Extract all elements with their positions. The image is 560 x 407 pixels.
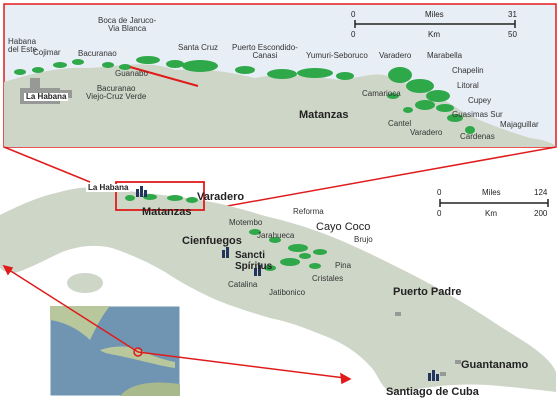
connector-left [3, 146, 91, 183]
inset-scale-miles: Miles [425, 10, 444, 19]
label-cristales: Cristales [312, 274, 344, 283]
inset-highlight-line [129, 66, 199, 87]
connector-right [204, 146, 557, 211]
label-la-habana-inset: La Habana [24, 92, 69, 102]
label-sancti-spiritus: Sancti Spíritus [235, 250, 273, 272]
main-scale-0-bottom: 0 [437, 209, 442, 218]
label-bacuranao: Bacuranao [78, 49, 117, 58]
label-varadero-main: Varadero [197, 191, 245, 203]
label-santiago-de-cuba: Santiago de Cuba [386, 386, 479, 398]
label-motembo: Motembo [229, 218, 263, 227]
main-scale-0-top: 0 [437, 188, 442, 197]
label-varadero-inset-2: Varadero [410, 128, 443, 137]
label-puerto-padre: Puerto Padre [393, 286, 462, 298]
main-highlight-rect [115, 181, 205, 211]
label-jarahueca: Jarahueca [257, 231, 295, 240]
label-chapelin: Chapelin [452, 66, 484, 75]
label-litoral: Litoral [457, 81, 479, 90]
label-yumuri: Yumuri-Seboruco [306, 51, 368, 60]
label-cardenas: Cardenas [460, 132, 495, 141]
label-bacuranao-vcv: Bacuranao Viejo-Cruz Verde [86, 84, 147, 102]
label-pina: Pina [335, 261, 352, 270]
label-guantanamo: Guantanamo [461, 359, 529, 371]
label-la-habana-main: La Habana [86, 183, 131, 193]
label-habana-del-este: Habana del Este [8, 37, 37, 55]
label-cienfuegos: Cienfuegos [182, 235, 242, 247]
refinery-icons [136, 186, 439, 381]
inset-land [4, 64, 556, 147]
inset-scale-31: 31 [508, 10, 517, 19]
isla-juventud [67, 273, 103, 293]
label-camarioca: Camarioca [362, 89, 401, 98]
label-guanabo: Guanabo [115, 69, 148, 78]
label-guasimas-sur: Guasimas Sur [452, 110, 503, 119]
inset-scale-0-top: 0 [351, 10, 356, 19]
label-puerto-escondido: Puerto Escondido- Canasi [232, 43, 298, 61]
label-reforma: Reforma [293, 207, 324, 216]
main-scale-200: 200 [534, 209, 548, 218]
locator-arrows [2, 264, 352, 385]
label-majaguillar: Majaguillar [500, 120, 539, 129]
label-varadero-inset: Varadero [379, 51, 412, 60]
label-jatibonico: Jatibonico [269, 288, 306, 297]
label-catalina: Catalina [228, 280, 258, 289]
label-cayo-coco: Cayo Coco [316, 221, 371, 233]
globe-inset [49, 305, 181, 397]
cuba-island [0, 187, 556, 392]
label-cantel: Cantel [388, 119, 412, 128]
main-scale-miles: Miles [482, 188, 501, 197]
label-marabella: Marabella [427, 51, 463, 60]
label-cojimar: Cojimar [33, 48, 61, 57]
label-santa-cruz: Santa Cruz [178, 43, 219, 52]
inset-oil-fields [14, 56, 475, 134]
inset-scale-km: Km [428, 30, 440, 39]
label-cupey: Cupey [468, 96, 492, 105]
inset-scale-0-bottom: 0 [351, 30, 356, 39]
label-brujo: Brujo [354, 235, 373, 244]
main-scale-bar [439, 199, 549, 207]
inset-scale-bar [354, 20, 516, 28]
label-matanzas-main: Matanzas [142, 206, 192, 218]
label-matanzas-inset: Matanzas [299, 109, 349, 121]
main-scale-124: 124 [534, 188, 548, 197]
main-oil-fields [125, 194, 327, 271]
main-scale-km: Km [485, 209, 497, 218]
inset-scale-50: 50 [508, 30, 517, 39]
label-boca-de-jaruco: Boca de Jaruco- Via Blanca [98, 16, 157, 34]
